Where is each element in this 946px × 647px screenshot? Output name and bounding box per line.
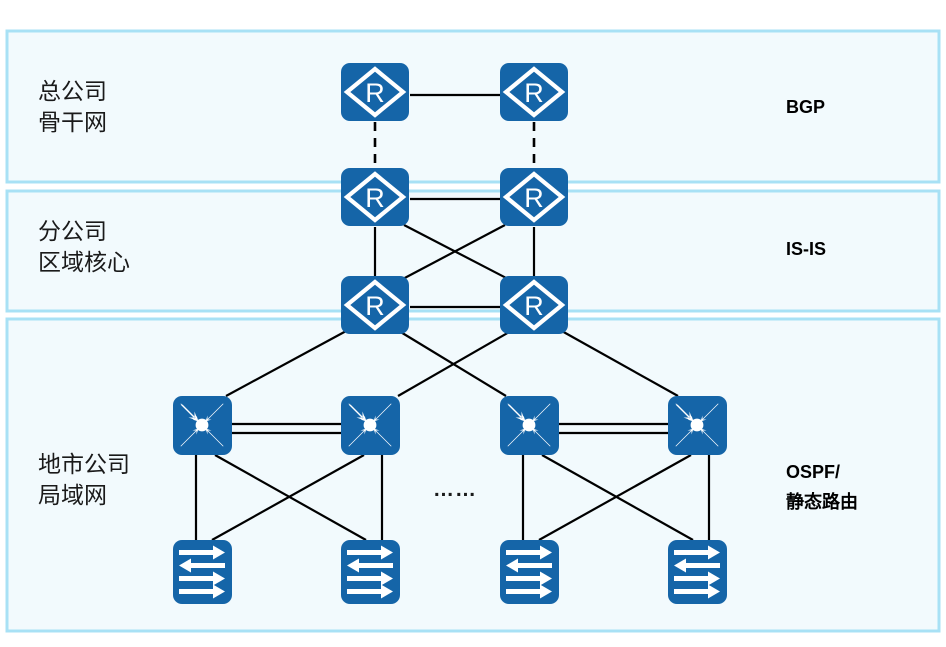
node-l3-switch-sw3-2[interactable] [341,396,400,455]
link-sw3-3-acc-4 [541,454,694,541]
band-backbone-label-line2: 骨干网 [38,109,107,135]
band-group [5,29,941,633]
band-backbone-rect [5,29,941,184]
band-regional-core-label-line2: 区域核心 [38,249,130,275]
link-r3-r6 [403,224,513,282]
link-r5-sw3-1 [225,329,349,397]
node-access-switch-acc-2[interactable] [341,540,400,604]
protocol-labels: BGP IS-IS OSPF/ 静态路由 [786,97,858,512]
band-lan-label-line1: 地市公司 [38,451,130,477]
node-router-r2[interactable] [500,63,568,121]
node-router-r5[interactable] [341,276,409,334]
node-router-r1[interactable] [341,63,409,121]
band-lan-label-line2: 局域网 [38,482,107,508]
node-router-r6[interactable] [500,276,568,334]
access-switch-body[interactable] [173,540,232,604]
access-switch-body[interactable] [500,540,559,604]
link-sw3-2-acc-1 [211,454,365,541]
band-lan-rect [5,317,941,633]
band-backbone-label-line1: 总公司 [38,78,107,104]
node-router-r3[interactable] [341,168,409,226]
link-sw3-1-acc-2 [214,454,367,541]
protocol-label-bgp: BGP [786,97,825,117]
node-l3-switch-sw3-3[interactable] [500,396,559,455]
link-sw3-1-sw3-2 [232,422,341,435]
node-access-switch-acc-3[interactable] [500,540,559,604]
link-sw3-4-acc-3 [538,454,692,541]
protocol-label-isis: IS-IS [786,239,826,259]
protocol-label-ospf: OSPF/ [786,462,840,482]
node-l3-switch-sw3-4[interactable] [668,396,727,455]
ellipsis-separator: …… [433,478,477,501]
node-router-r4[interactable] [500,168,568,226]
access-switch-body[interactable] [668,540,727,604]
protocol-label-static-route: 静态路由 [786,491,858,512]
node-l3-switch-sw3-1[interactable] [173,396,232,455]
link-r4-r5 [398,224,506,282]
link-sw3-3-sw3-4 [559,422,668,435]
access-switch-body[interactable] [341,540,400,604]
band-regional-core-rect [5,189,941,313]
node-access-switch-acc-1[interactable] [173,540,232,604]
band-left-labels: 总公司 骨干网 分公司 区域核心 地市公司 局域网 [38,78,130,508]
link-group [194,93,711,541]
band-regional-core-label-line1: 分公司 [38,218,107,244]
link-r6-sw3-2 [397,330,512,397]
link-r6-sw3-4 [559,329,679,397]
node-access-switch-acc-4[interactable] [668,540,727,604]
